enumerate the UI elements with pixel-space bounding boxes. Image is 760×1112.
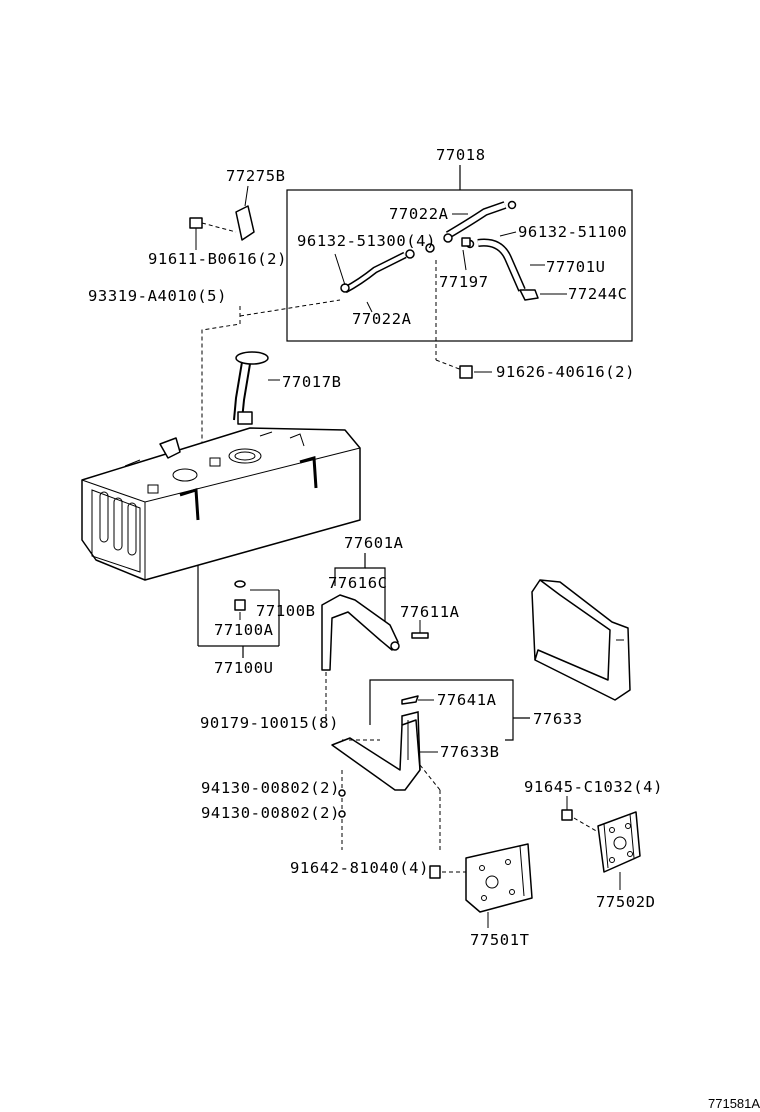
bolt-icon bbox=[189, 217, 203, 229]
part-label-77633B: 77633B bbox=[440, 743, 500, 761]
part-label-77641A: 77641A bbox=[437, 691, 497, 709]
bolt-icon bbox=[459, 365, 473, 379]
part-label-96132-51100: 96132-51100 bbox=[518, 223, 627, 241]
part-label-77701U: 77701U bbox=[546, 258, 606, 276]
part-label-91626: 91626-40616(2) bbox=[496, 363, 635, 381]
part-label-77100U: 77100U bbox=[214, 659, 274, 677]
hose-clamp bbox=[405, 249, 415, 259]
hose-clamp bbox=[425, 243, 435, 253]
bolt-icon bbox=[561, 809, 573, 821]
strap-pin bbox=[411, 632, 429, 639]
part-label-93319: 93319-A4010(5) bbox=[88, 287, 227, 305]
hose-clamp bbox=[443, 233, 453, 243]
tank-strap-group bbox=[321, 553, 429, 720]
hose-fitting bbox=[461, 237, 471, 247]
leader-93319 bbox=[201, 306, 241, 470]
part-label-77275B: 77275B bbox=[226, 167, 286, 185]
tank-strap bbox=[321, 594, 399, 671]
mount-plate bbox=[597, 811, 641, 873]
fuel-hose-group bbox=[286, 165, 633, 342]
part-label-90179: 90179-10015(8) bbox=[200, 714, 339, 732]
hose-clamp bbox=[507, 200, 517, 210]
part-label-77501T: 77501T bbox=[470, 931, 530, 949]
fuel-sender-gauge bbox=[233, 351, 280, 425]
part-label-77197: 77197 bbox=[439, 273, 489, 291]
part-label-94130-a: 94130-00802(2) bbox=[201, 779, 340, 797]
part-label-77022A-top: 77022A bbox=[389, 205, 449, 223]
part-label-77611A: 77611A bbox=[400, 603, 460, 621]
part-label-94130-b: 94130-00802(2) bbox=[201, 804, 340, 822]
part-label-77633: 77633 bbox=[533, 710, 583, 728]
hose-clamp bbox=[340, 283, 350, 293]
bracket-77275B bbox=[189, 185, 255, 250]
part-label-91611: 91611-B0616(2) bbox=[148, 250, 287, 268]
bracket-group-77633 bbox=[331, 679, 530, 850]
bolt-icon bbox=[429, 865, 441, 879]
drain-plug bbox=[234, 599, 246, 611]
figure-id: 771581A bbox=[708, 1096, 760, 1111]
part-label-77100A: 77100A bbox=[214, 621, 274, 639]
part-label-96132-51300: 96132-51300(4) bbox=[297, 232, 436, 250]
hose-clip bbox=[519, 289, 539, 301]
part-label-77100B: 77100B bbox=[256, 602, 316, 620]
mounting-bracket bbox=[235, 205, 255, 241]
part-label-77502D: 77502D bbox=[596, 893, 656, 911]
fuel-tank bbox=[81, 427, 361, 581]
tank-strap-right bbox=[531, 579, 631, 701]
support-bracket bbox=[331, 719, 421, 791]
mount-plate-77502D bbox=[561, 796, 641, 890]
fuel-tank-body bbox=[81, 427, 361, 581]
part-label-91642: 91642-81040(4) bbox=[290, 859, 429, 877]
mount-plate-77501T bbox=[429, 843, 533, 928]
drain-gasket bbox=[234, 580, 246, 588]
part-label-77017B: 77017B bbox=[282, 373, 342, 391]
part-label-77018: 77018 bbox=[436, 146, 486, 164]
part-label-77022A-bottom: 77022A bbox=[352, 310, 412, 328]
drain-plug-group bbox=[197, 565, 280, 658]
part-label-77601A: 77601A bbox=[344, 534, 404, 552]
part-label-91645: 91645-C1032(4) bbox=[524, 778, 663, 796]
part-label-77616C: 77616C bbox=[328, 574, 388, 592]
part-label-77244C: 77244C bbox=[568, 285, 628, 303]
bracket-shim bbox=[401, 695, 419, 705]
